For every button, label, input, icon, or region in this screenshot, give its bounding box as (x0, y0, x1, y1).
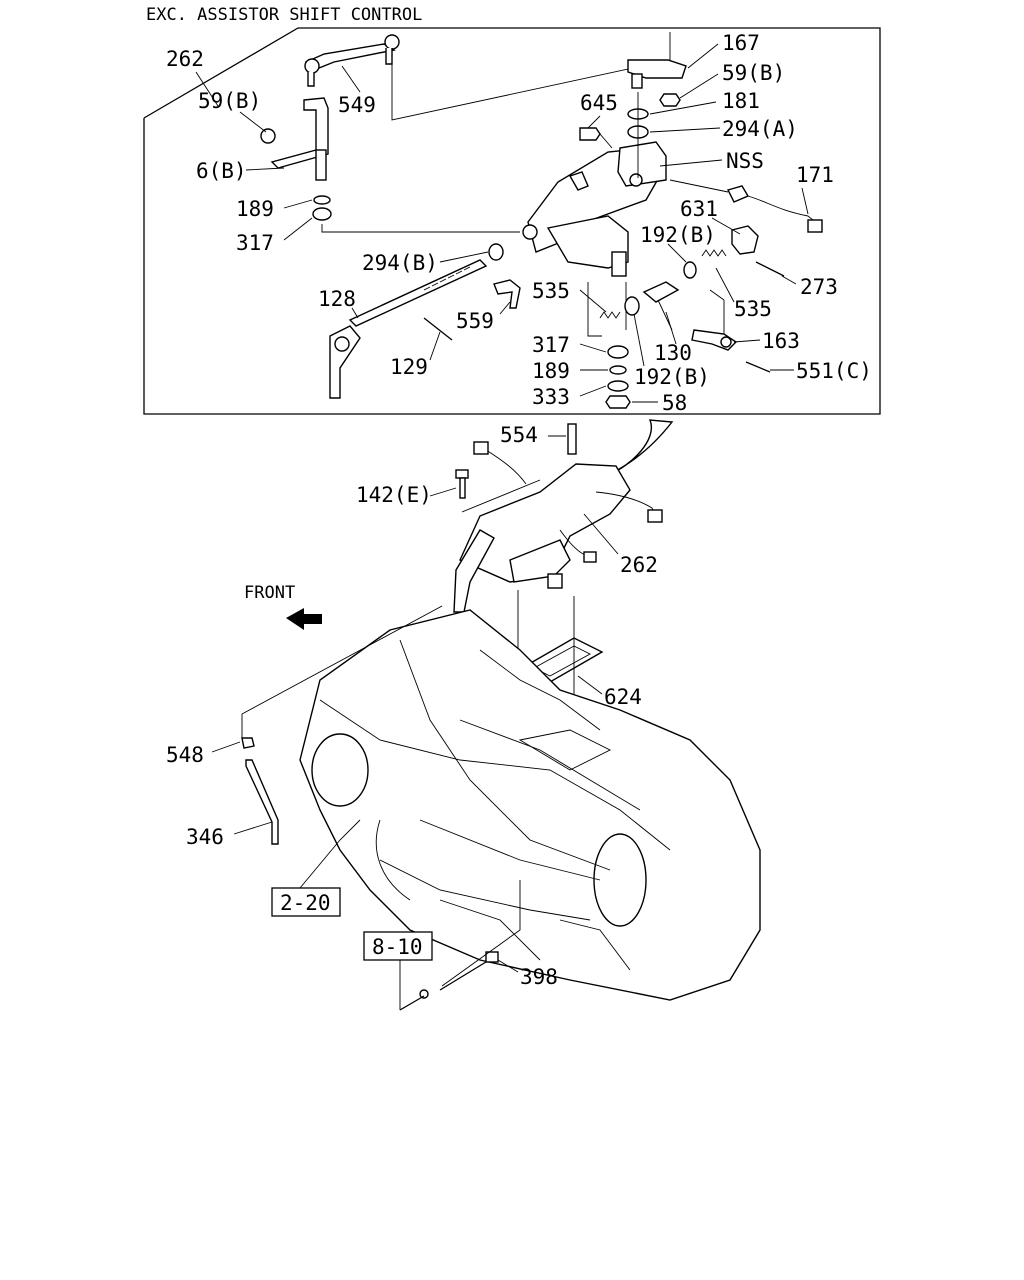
reference-8-10-label: 8-10 (372, 935, 423, 959)
callout-624: 624 (604, 685, 642, 709)
diagram-title: EXC. ASSISTOR SHIFT CONTROL (146, 5, 422, 25)
callout-317-mid: 317 (532, 333, 570, 357)
callout-171: 171 (796, 163, 834, 187)
callout-189-left: 189 (236, 197, 274, 221)
callout-130: 130 (654, 341, 692, 365)
callout-551c: 551(C) (796, 359, 872, 383)
callout-192b-bottom: 192(B) (634, 365, 710, 389)
callout-554: 554 (500, 423, 538, 447)
leader-lines (195, 43, 809, 1010)
callout-167: 167 (722, 31, 760, 55)
callout-128: 128 (318, 287, 356, 311)
reference-box-8-10[interactable]: 8-10 (363, 931, 433, 961)
detail-frame (143, 27, 881, 415)
callout-535-left: 535 (532, 279, 570, 303)
callout-262-mid: 262 (620, 553, 658, 577)
transmission-assembly (241, 423, 761, 1011)
callout-398: 398 (520, 965, 558, 989)
callout-59b-right: 59(B) (722, 61, 785, 85)
callout-645: 645 (580, 91, 618, 115)
callout-535-right: 535 (734, 297, 772, 321)
callout-59b-left: 59(B) (198, 89, 261, 113)
reference-box-2-20[interactable]: 2-20 (271, 887, 341, 917)
callout-6b: 6(B) (196, 159, 247, 183)
callout-142e: 142(E) (356, 483, 432, 507)
callout-559: 559 (456, 309, 494, 333)
callout-294b-left: 294(B) (362, 251, 438, 275)
shift-control-detail (260, 32, 823, 409)
callout-181: 181 (722, 89, 760, 113)
callout-labels: 262 59(B) 549 6(B) 189 317 294(B) 128 55… (166, 31, 872, 989)
callout-333: 333 (532, 385, 570, 409)
callout-294a: 294(A) (722, 117, 798, 141)
callout-346: 346 (186, 825, 224, 849)
reference-2-20-label: 2-20 (280, 891, 331, 915)
front-arrow-icon (286, 608, 322, 630)
callout-273: 273 (800, 275, 838, 299)
callout-189-mid: 189 (532, 359, 570, 383)
callout-548: 548 (166, 743, 204, 767)
callout-163: 163 (762, 329, 800, 353)
detail-pointer-arrow (609, 419, 674, 475)
callout-58: 58 (662, 391, 687, 415)
callout-nss: NSS (726, 149, 764, 173)
callout-129: 129 (390, 355, 428, 379)
callout-192b-top: 192(B) (640, 223, 716, 247)
front-label: FRONT (244, 583, 295, 603)
callout-549: 549 (338, 93, 376, 117)
callout-631: 631 (680, 197, 718, 221)
callout-317-left: 317 (236, 231, 274, 255)
callout-262-top: 262 (166, 47, 204, 71)
